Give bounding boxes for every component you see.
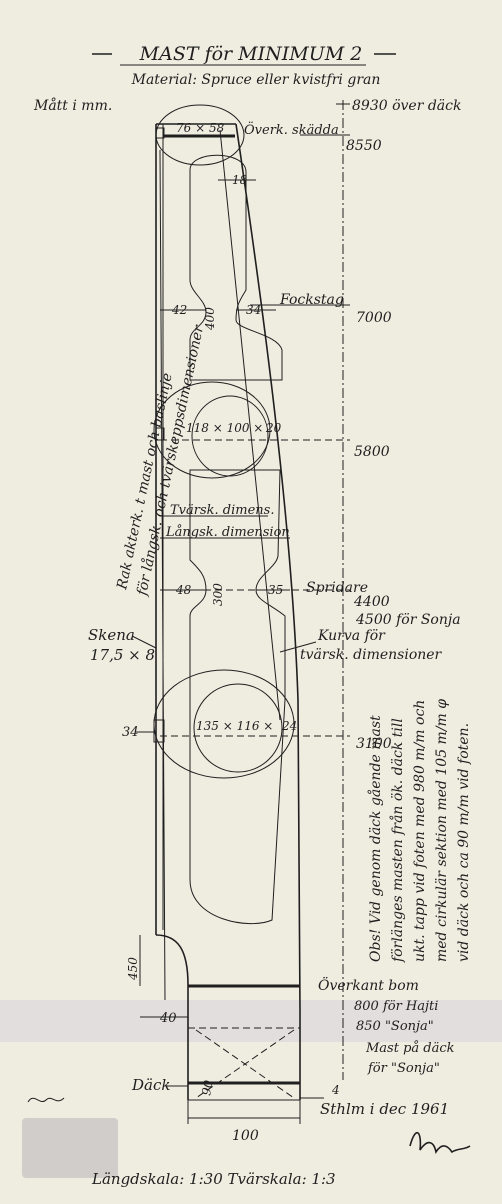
note-line-5: vid däck och ca 90 m/m vid foten. <box>456 723 472 962</box>
dim-24: 24 <box>281 719 297 733</box>
dim-34-left: 34 <box>122 725 139 740</box>
height-4500-sonja: 4500 för Sonja <box>355 612 461 628</box>
initials-scribble <box>27 1097 65 1103</box>
dim-135: 135 × 116 × <box>196 719 273 733</box>
label-langsk: Långsk. dimension <box>165 524 290 540</box>
height-3100: 3100 <box>356 736 392 752</box>
dim-90: 90 <box>199 1079 216 1097</box>
title: MAST för MINIMUM 2 <box>139 43 363 65</box>
units: Mått i mm. <box>33 97 112 114</box>
label-overk-skadda: Överk. skädda <box>244 121 339 138</box>
archive-stamp <box>22 1118 118 1178</box>
mast-foot-curve <box>155 934 189 986</box>
dim-40: 40 <box>159 1011 177 1026</box>
label-kurva-2: tvärsk. dimensioner <box>300 647 443 663</box>
dim-118: 118 × 100 × <box>186 421 263 435</box>
note-line-3: ukt. tapp vid foten med 980 m/m och <box>412 700 428 962</box>
note-line-1: Obs! Vid genom däck gående mast <box>367 715 384 962</box>
height-8930: 8930 över däck <box>352 98 461 114</box>
scale: Längdskala: 1:30 Tvärskala: 1:3 <box>91 1170 336 1188</box>
label-tvarsk: Tvärsk. dimens. <box>170 503 274 518</box>
label-mast-dack-1: Mast på däck <box>365 1040 455 1056</box>
top-rail-block <box>155 127 165 139</box>
height-4400: 4400 <box>353 594 390 610</box>
profile-line-b <box>159 149 166 1001</box>
label-spridare: Spridare <box>306 580 368 596</box>
dim-20: 20 <box>265 421 282 435</box>
height-7000: 7000 <box>356 310 392 326</box>
dim-top-section: 76 × 58 <box>176 121 225 135</box>
label-bom-800: 800 för Hajti <box>354 999 438 1014</box>
dim-400: 400 <box>203 307 217 331</box>
label-dack: Däck <box>131 1076 170 1094</box>
leader-kurva <box>279 641 317 653</box>
label-skena-2: 17,5 × 8 <box>90 646 155 664</box>
label-kurva-1: Kurva för <box>317 628 386 644</box>
upper-hollow <box>189 154 283 381</box>
dim-300: 300 <box>211 583 225 606</box>
low-rail-block <box>153 719 165 743</box>
label-fockstag: Fockstag <box>279 292 344 308</box>
note-block: Obs! Vid genom däck gående mast förlänge… <box>367 699 472 963</box>
leader-skena <box>131 635 157 649</box>
signature <box>409 1132 471 1155</box>
place-date: Sthlm i dec 1961 <box>320 1100 449 1118</box>
height-5800: 5800 <box>354 444 390 460</box>
mid-section-outer <box>153 381 271 479</box>
mast-forward-edge <box>235 123 301 1013</box>
label-skena-1: Skena <box>88 626 135 644</box>
label-bom-850: 850 "Sonja" <box>356 1019 434 1034</box>
label-mast-dack-2: för "Sonja" <box>367 1061 440 1076</box>
label-overkant-bom: Överkant bom <box>318 976 419 994</box>
dim-4: 4 <box>331 1083 340 1097</box>
mid-section-inner <box>191 395 269 477</box>
foot-diag-b <box>195 1029 295 1099</box>
height-8550: 8550 <box>346 138 382 154</box>
scan-band <box>0 1000 502 1042</box>
note-line-2: förlänges masten från ök. däck till <box>389 718 406 963</box>
profile-line-a <box>219 129 281 721</box>
dim-450: 450 <box>126 957 140 981</box>
material: Material: Spruce eller kvistfri gran <box>131 72 381 88</box>
note-line-4: med cirkulär sektion med 105 m/m φ <box>434 699 450 962</box>
dim-100: 100 <box>232 1128 259 1144</box>
low-section-inner <box>193 683 283 773</box>
